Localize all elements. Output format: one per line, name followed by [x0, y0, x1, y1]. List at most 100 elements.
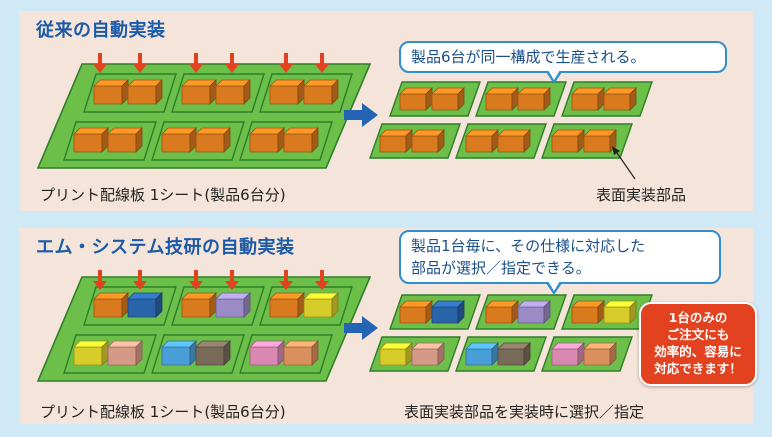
component	[399, 306, 427, 324]
conventional-board-caption: プリント配線板 1シート(製品6台分)	[40, 186, 286, 204]
down-arrow-shaft	[138, 270, 142, 282]
component	[379, 348, 407, 366]
component-side	[457, 87, 465, 111]
down-arrow-shaft	[230, 270, 234, 282]
bubble-tail	[546, 70, 562, 84]
component-side	[437, 342, 445, 366]
component	[181, 298, 211, 318]
component	[195, 346, 225, 366]
component	[465, 135, 493, 153]
component	[497, 348, 525, 366]
component	[215, 298, 245, 318]
component	[431, 306, 459, 324]
down-arrow-icon	[189, 64, 203, 73]
bubble-tail	[546, 281, 562, 295]
component-side	[331, 79, 339, 105]
component	[583, 135, 611, 153]
component-side	[523, 342, 531, 366]
component	[161, 133, 191, 153]
down-arrow-icon	[225, 64, 239, 73]
down-arrow-shaft	[98, 270, 102, 282]
down-arrow-icon	[189, 281, 203, 290]
component	[551, 135, 579, 153]
component	[411, 135, 439, 153]
component	[127, 85, 157, 105]
msystem-bubble: 製品1台毎に、その仕様に対応した 部品が選択／指定できる。	[399, 230, 721, 284]
conventional-bubble-text: 製品6台が同一構成で生産される。	[411, 48, 646, 66]
component	[73, 346, 103, 366]
component	[107, 133, 137, 153]
component	[93, 85, 123, 105]
component	[551, 348, 579, 366]
component	[249, 133, 279, 153]
component	[249, 346, 279, 366]
component	[603, 93, 631, 111]
down-arrow-shaft	[284, 53, 288, 65]
right-arrow-icon	[344, 316, 378, 340]
component-side	[155, 79, 163, 105]
component-side	[609, 129, 617, 153]
msystem-bubble-line-1: 製品1台毎に、その仕様に対応した	[411, 237, 646, 255]
component	[93, 298, 123, 318]
component-side	[331, 292, 339, 318]
component	[73, 133, 103, 153]
component-side	[311, 127, 319, 153]
down-arrow-icon	[93, 64, 107, 73]
badge-line-4: 対応できます！	[654, 361, 742, 376]
down-arrow-icon	[315, 281, 329, 290]
component	[465, 348, 493, 366]
component	[283, 346, 313, 366]
component	[497, 135, 525, 153]
msystem-part-caption: 表面実装部品を実装時に選択／指定	[404, 403, 645, 421]
component-side	[629, 87, 637, 111]
component	[399, 93, 427, 111]
component-side	[223, 127, 231, 153]
down-arrow-shaft	[98, 53, 102, 65]
component-side	[609, 342, 617, 366]
component	[195, 133, 225, 153]
component	[127, 298, 157, 318]
down-arrow-icon	[279, 64, 293, 73]
msystem-title: エム・システム技研の自動実装	[36, 237, 295, 258]
down-arrow-shaft	[320, 270, 324, 282]
component	[303, 298, 333, 318]
down-arrow-icon	[315, 64, 329, 73]
component	[583, 348, 611, 366]
down-arrow-shaft	[284, 270, 288, 282]
down-arrow-icon	[279, 281, 293, 290]
component-side	[155, 292, 163, 318]
pointer-arrowhead-icon	[612, 146, 620, 155]
down-arrow-icon	[225, 281, 239, 290]
component	[485, 93, 513, 111]
component	[517, 93, 545, 111]
conventional-bubble: 製品6台が同一構成で生産される。	[399, 41, 727, 73]
conventional-title: 従来の自動実装	[36, 20, 166, 41]
component	[517, 306, 545, 324]
msystem-board-caption: プリント配線板 1シート(製品6台分)	[40, 403, 286, 421]
surface-mount-part-caption: 表面実装部品	[596, 186, 687, 204]
component	[411, 348, 439, 366]
down-arrow-icon	[133, 281, 147, 290]
component-side	[543, 87, 551, 111]
component	[431, 93, 459, 111]
right-arrow-icon	[344, 103, 378, 127]
component	[269, 298, 299, 318]
badge-line-3: 効率的、容易に	[654, 344, 742, 359]
pointer-line	[614, 149, 636, 180]
down-arrow-shaft	[194, 270, 198, 282]
component-side	[243, 79, 251, 105]
component	[571, 93, 599, 111]
callout-badge: 1台のみの ご注文にも 効率的、容易に 対応できます！	[639, 302, 757, 386]
component-side	[437, 129, 445, 153]
down-arrow-icon	[93, 281, 107, 290]
down-arrow-shaft	[230, 53, 234, 65]
down-arrow-shaft	[194, 53, 198, 65]
badge-line-1: 1台のみの	[668, 310, 728, 325]
component-side	[311, 340, 319, 366]
component	[303, 85, 333, 105]
component-side	[135, 127, 143, 153]
component	[161, 346, 191, 366]
component	[107, 346, 137, 366]
component	[603, 306, 631, 324]
